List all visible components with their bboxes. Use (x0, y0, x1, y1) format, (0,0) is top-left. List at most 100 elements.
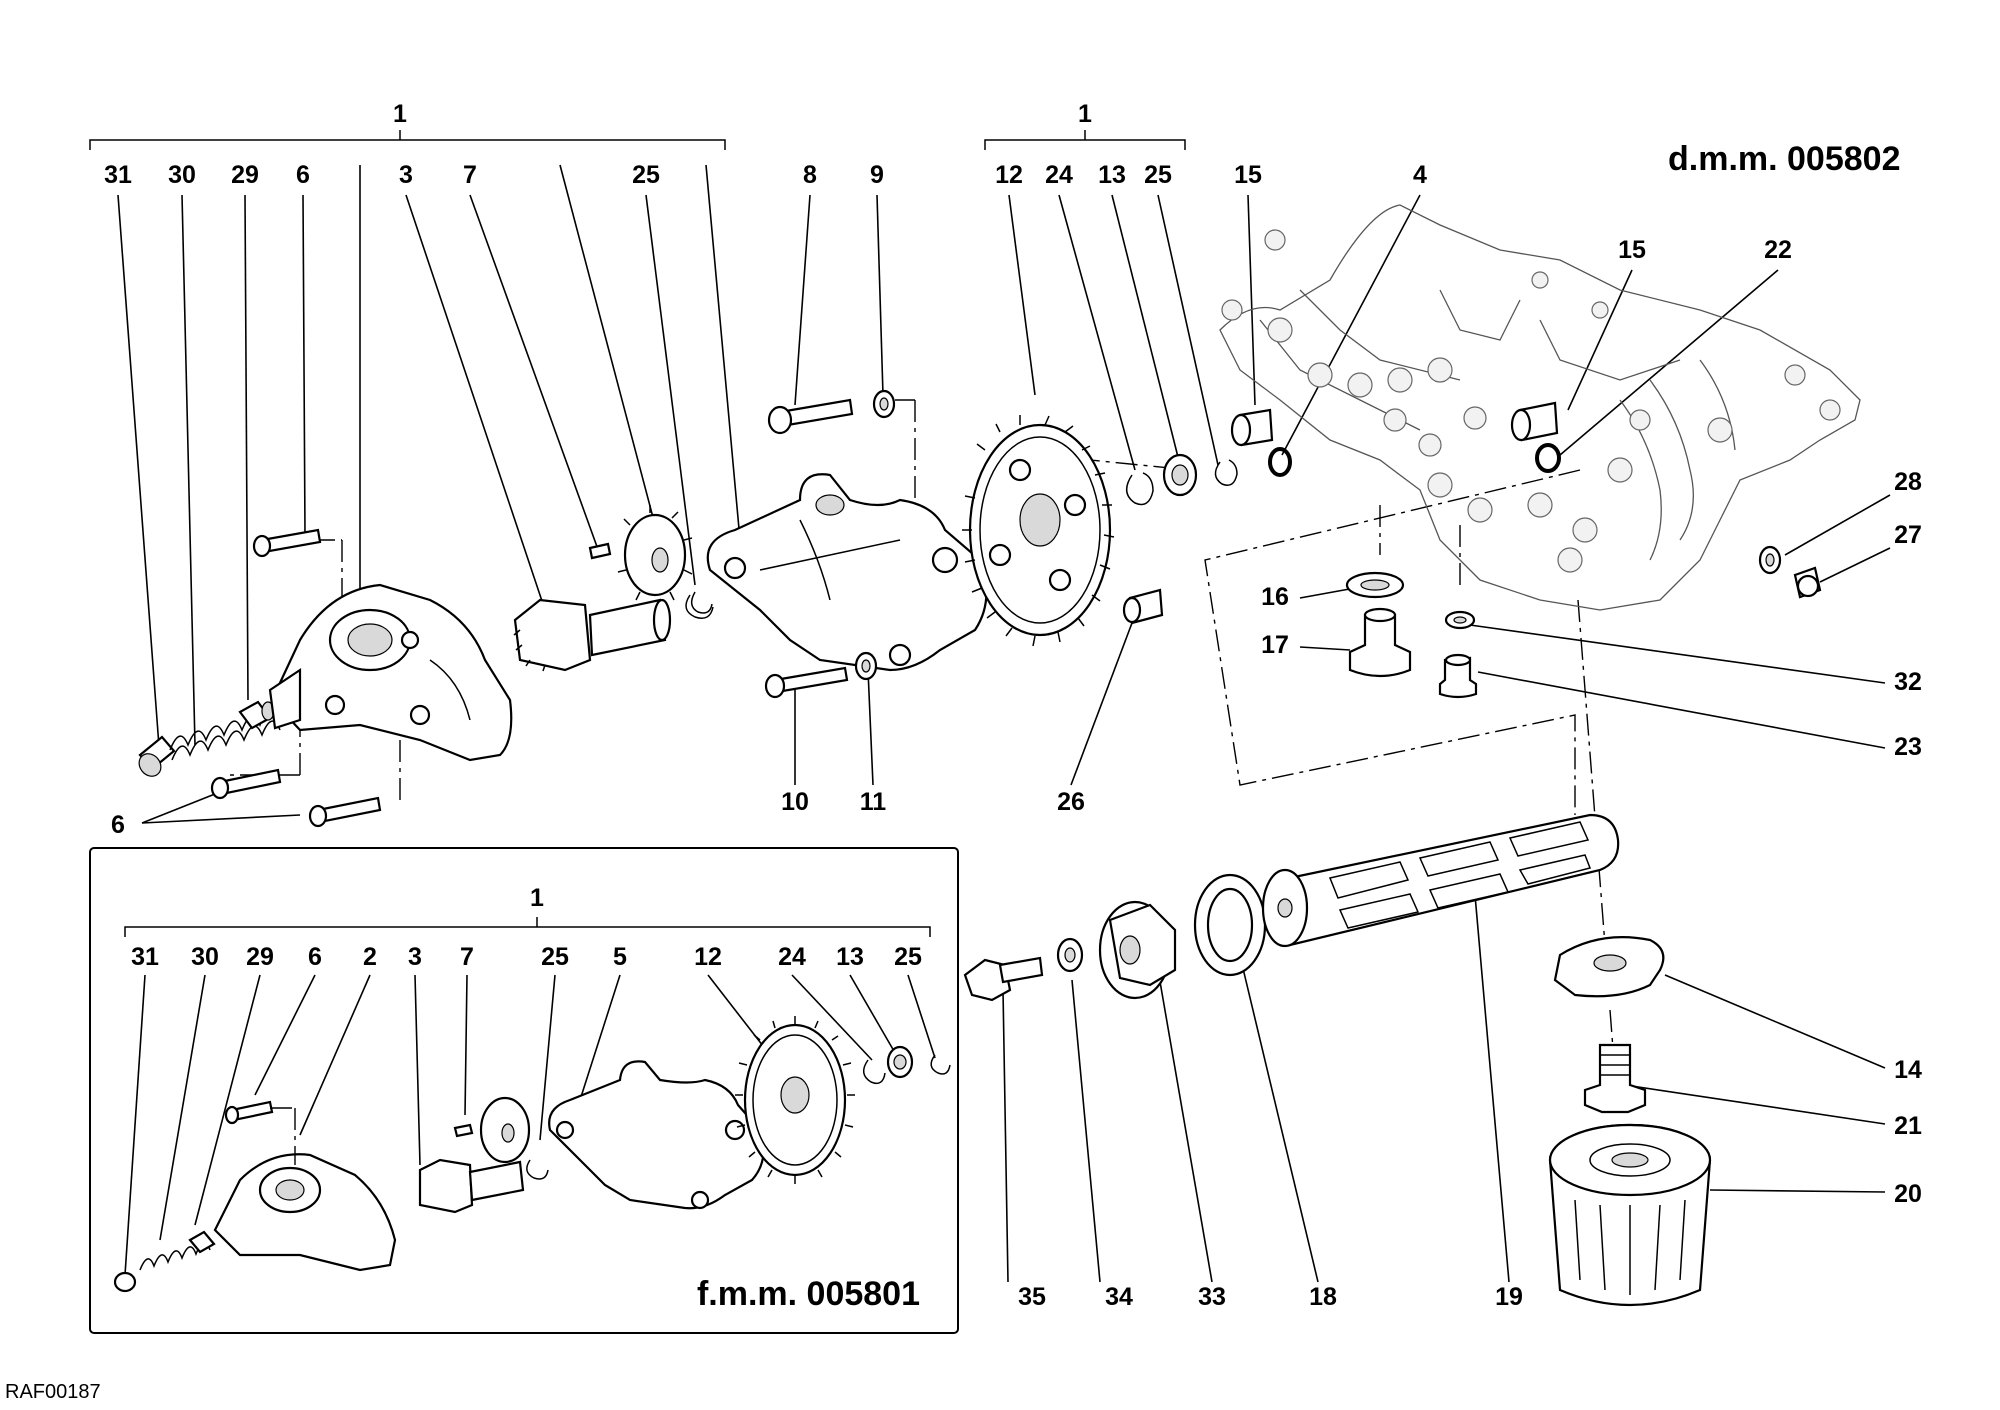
callout-label: 12 (694, 943, 722, 971)
assembly-bracket-gear: 1 (984, 100, 1186, 150)
circlip-25b (1214, 459, 1238, 486)
bracket-14 (1553, 936, 1665, 998)
inset-parts (113, 1016, 951, 1293)
washer-9 (872, 389, 896, 419)
leader-lines-inset (124, 974, 936, 1276)
relief-valve-29 (238, 700, 275, 730)
callout-label: 24 (1045, 161, 1073, 189)
key-7 (588, 542, 612, 560)
callout-label: 10 (781, 788, 809, 816)
callout-label: 28 (1894, 468, 1922, 496)
callout-label: 15 (1234, 161, 1262, 189)
washer-34 (1056, 937, 1084, 973)
callout-label: 33 (1198, 1283, 1226, 1311)
bolt-35 (963, 956, 1044, 1002)
callout-label: 13 (836, 943, 864, 971)
callout-label: 6 (296, 161, 310, 189)
screw-6 (210, 768, 282, 800)
seal-16 (1345, 571, 1405, 599)
pump-gear-12 (962, 415, 1115, 647)
washer-28 (1758, 545, 1782, 575)
callout-label: 31 (131, 943, 159, 971)
circlip-24 (1126, 472, 1154, 506)
assembly-label: 1 (393, 100, 407, 128)
callout-label: 25 (541, 943, 569, 971)
assembly-bracket-main: 1 (89, 100, 726, 150)
bushing-13 (1162, 453, 1198, 497)
callout-label: 23 (1894, 733, 1922, 761)
callout-label: 24 (778, 943, 806, 971)
callout-label: 25 (1144, 161, 1172, 189)
callout-label: 31 (104, 161, 132, 189)
callout-label: 32 (1894, 668, 1922, 696)
assembly-label: 1 (530, 884, 544, 912)
callout-label: 29 (231, 161, 259, 189)
gasket-18 (1193, 873, 1267, 977)
callout-label: 25 (632, 161, 660, 189)
washer-32 (1444, 610, 1476, 630)
jet-23 (1438, 653, 1478, 699)
drive-gear-shaft-3 (513, 598, 672, 672)
callout-label: 7 (463, 161, 477, 189)
callout-label: 18 (1309, 1283, 1337, 1311)
callout-label: 15 (1618, 236, 1646, 264)
drawing-number-top: d.m.m. 005802 (1668, 140, 1900, 178)
assembly-label: 1 (1078, 100, 1092, 128)
callout-label: 9 (870, 161, 884, 189)
dowel-15 (1230, 408, 1274, 447)
callout-label: 5 (613, 943, 627, 971)
oil-filter-20 (1548, 1123, 1712, 1307)
callout-label: 13 (1098, 161, 1126, 189)
callout-label: 8 (803, 161, 817, 189)
plug-27 (1793, 566, 1822, 599)
nozzle-17 (1348, 607, 1412, 678)
screw-10 (764, 666, 849, 699)
callout-label: 2 (363, 943, 377, 971)
callout-label: 25 (894, 943, 922, 971)
crankcase (1219, 204, 1861, 611)
adapter-21 (1583, 1043, 1647, 1114)
callout-label: 6 (111, 811, 125, 839)
callout-labels-inset: 31 30 29 6 2 3 7 25 5 12 24 13 25 (131, 943, 922, 971)
spring-30 (169, 710, 281, 761)
callout-label: 17 (1261, 631, 1289, 659)
callout-label: 12 (995, 161, 1023, 189)
plug-31 (138, 735, 176, 777)
drawing-number-inset: f.m.m. 005801 (697, 1275, 920, 1313)
callout-label: 6 (308, 943, 322, 971)
callout-label: 21 (1894, 1112, 1922, 1140)
callout-label: 27 (1894, 521, 1922, 549)
screw-6 (308, 796, 382, 828)
callout-label: 3 (399, 161, 413, 189)
screw-6 (252, 528, 322, 558)
filter-cap-33 (1098, 900, 1177, 1000)
callout-label: 20 (1894, 1180, 1922, 1208)
callout-label: 4 (1413, 161, 1427, 189)
callout-label: 7 (460, 943, 474, 971)
callout-label: 16 (1261, 583, 1289, 611)
circlip-25 (685, 591, 714, 619)
callout-label: 35 (1018, 1283, 1046, 1311)
oil-strainer-19 (1261, 813, 1620, 948)
pump-cover (706, 473, 988, 672)
callout-label: 14 (1894, 1056, 1922, 1084)
screw-8 (767, 398, 854, 435)
callout-labels-top: 31 30 29 6 3 7 25 8 9 12 24 13 25 15 4 1… (104, 161, 1922, 1311)
leader-lines-top (117, 164, 1891, 1283)
callout-label: 19 (1495, 1283, 1523, 1311)
spacer-26 (1122, 588, 1164, 625)
callout-label: 22 (1764, 236, 1792, 264)
callout-label: 26 (1057, 788, 1085, 816)
reference-code: RAF00187 (5, 1381, 101, 1403)
callout-label: 29 (246, 943, 274, 971)
dowel-15b (1510, 401, 1559, 442)
assembly-bracket-inset: 1 (124, 884, 931, 937)
inset-panel (89, 847, 959, 1334)
callout-label: 3 (408, 943, 422, 971)
washer-11 (854, 651, 878, 681)
pump-body (268, 583, 513, 762)
driven-gear (617, 505, 693, 601)
callout-label: 34 (1105, 1283, 1133, 1311)
o-ring-22 (1535, 443, 1561, 473)
